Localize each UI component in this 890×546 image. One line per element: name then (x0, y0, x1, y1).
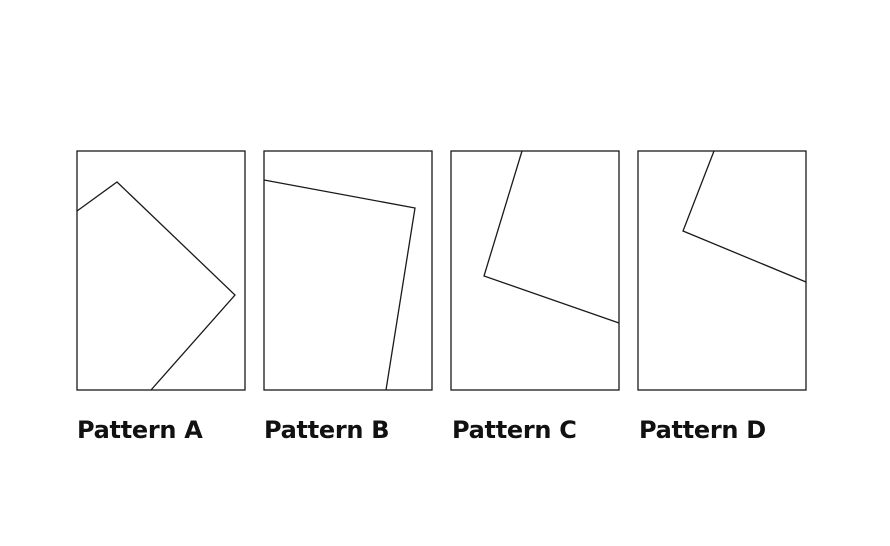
pattern-b-label: Pattern B (264, 416, 390, 444)
pattern-a-panel (76, 150, 246, 391)
pattern-d-fold-line (682, 150, 807, 283)
pattern-c-frame (450, 150, 620, 391)
pattern-a-fold-line (76, 181, 236, 391)
pattern-d-frame (637, 150, 807, 391)
pattern-a-label: Pattern A (77, 416, 203, 444)
pattern-b-fold-line (263, 179, 416, 391)
pattern-d-panel (637, 150, 807, 391)
pattern-c-panel (450, 150, 620, 391)
pattern-b-frame (263, 150, 433, 391)
pattern-c-fold-line (483, 150, 620, 324)
pattern-d-label: Pattern D (639, 416, 766, 444)
pattern-c-label: Pattern C (452, 416, 577, 444)
pattern-a-frame (76, 150, 246, 391)
pattern-b-panel (263, 150, 433, 391)
